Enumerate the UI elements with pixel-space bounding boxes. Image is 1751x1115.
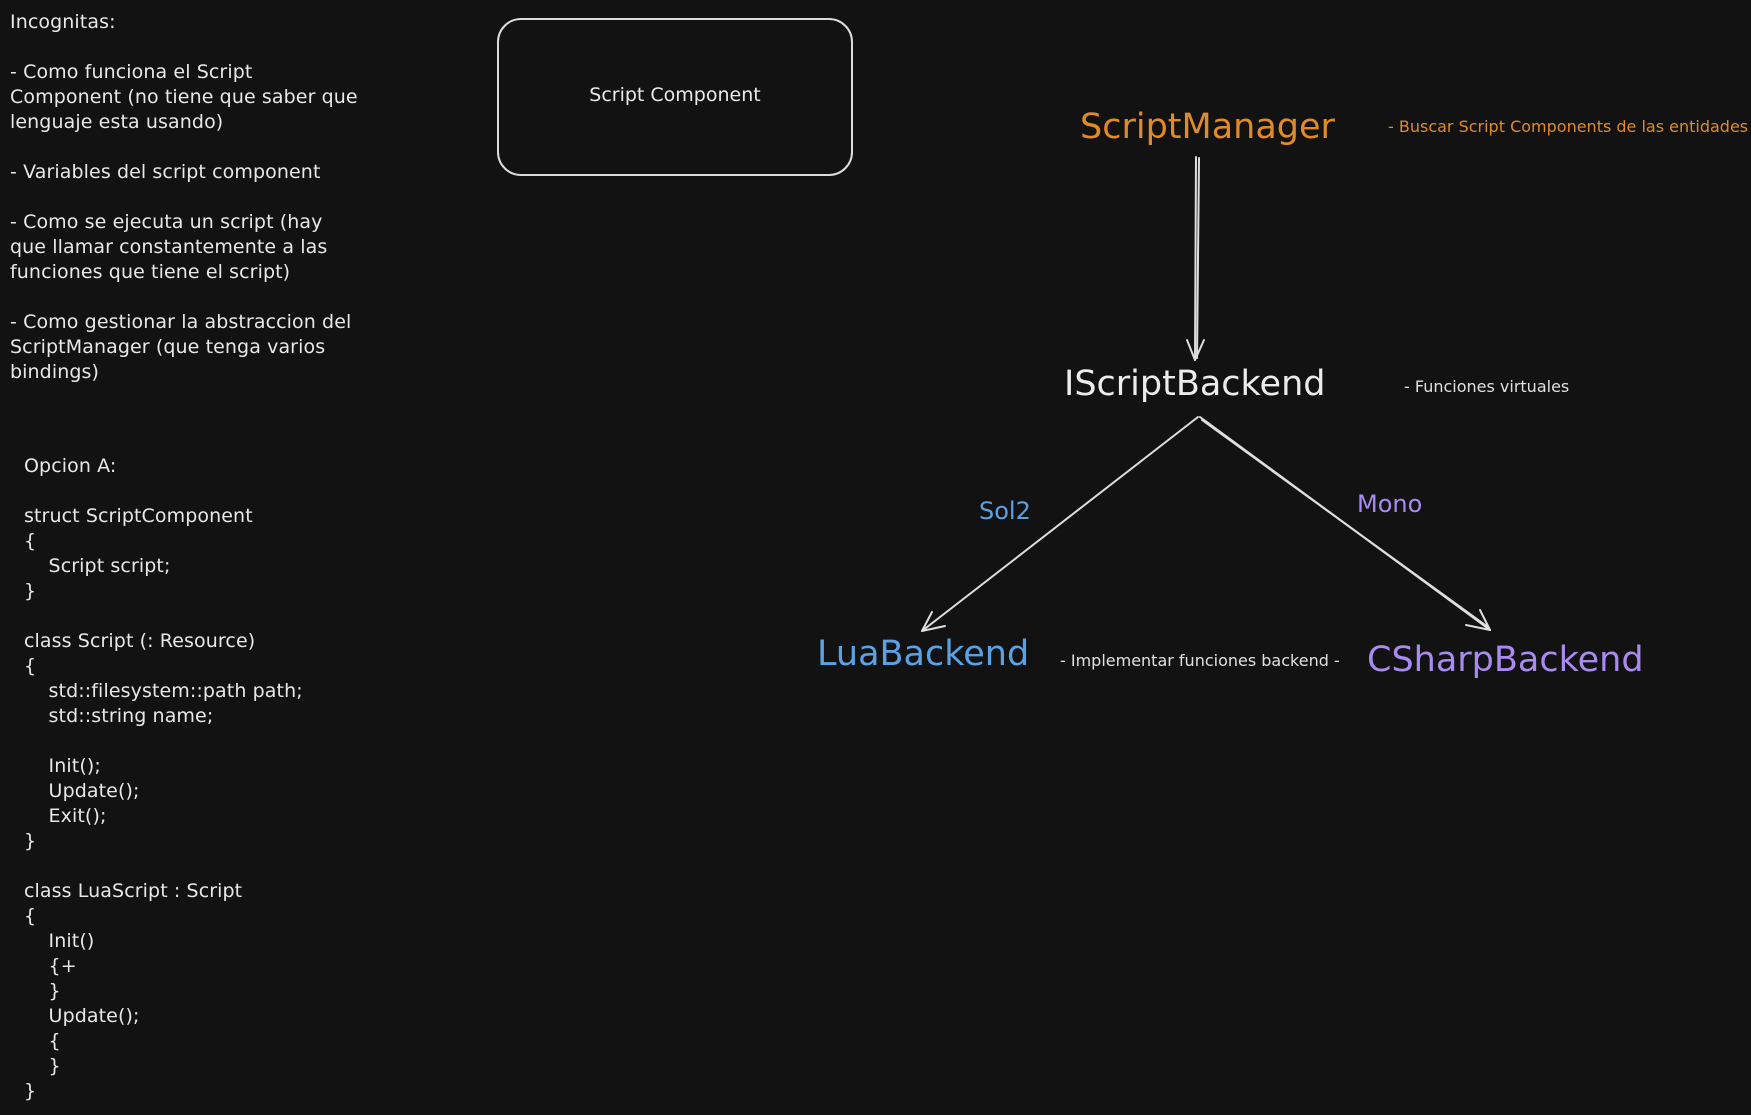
arrowhead-manager-to-backend: [1186, 339, 1205, 361]
arrow-backend-to-lua: [921, 416, 1199, 632]
lua-backend-node: LuaBackend: [817, 634, 1030, 674]
script-manager-node: ScriptManager: [1080, 107, 1335, 147]
implementar-note: - Implementar funciones backend -: [1060, 651, 1340, 670]
mono-edge-label: Mono: [1357, 490, 1423, 518]
csharp-backend-node: CSharpBackend: [1367, 640, 1644, 680]
buscar-note: - Buscar Script Components de las entida…: [1388, 117, 1749, 136]
funciones-virtuales-note: - Funciones virtuales: [1404, 377, 1570, 396]
iscript-backend-node: IScriptBackend: [1064, 364, 1326, 404]
script-component-box: Script Component: [497, 18, 853, 176]
arrowhead-backend-to-lua: [921, 611, 946, 632]
arrow-manager-to-backend: [1194, 156, 1197, 361]
option-a-code-notes: Opcion A: struct ScriptComponent { Scrip…: [24, 455, 303, 1102]
arrowhead-backend-to-csharp: [1465, 609, 1491, 631]
incognitas-notes: Incognitas: - Como funciona el Script Co…: [10, 11, 358, 383]
sol2-edge-label: Sol2: [979, 497, 1031, 525]
script-component-label: Script Component: [589, 84, 761, 106]
arrow-backend-to-csharp: [1199, 416, 1491, 631]
